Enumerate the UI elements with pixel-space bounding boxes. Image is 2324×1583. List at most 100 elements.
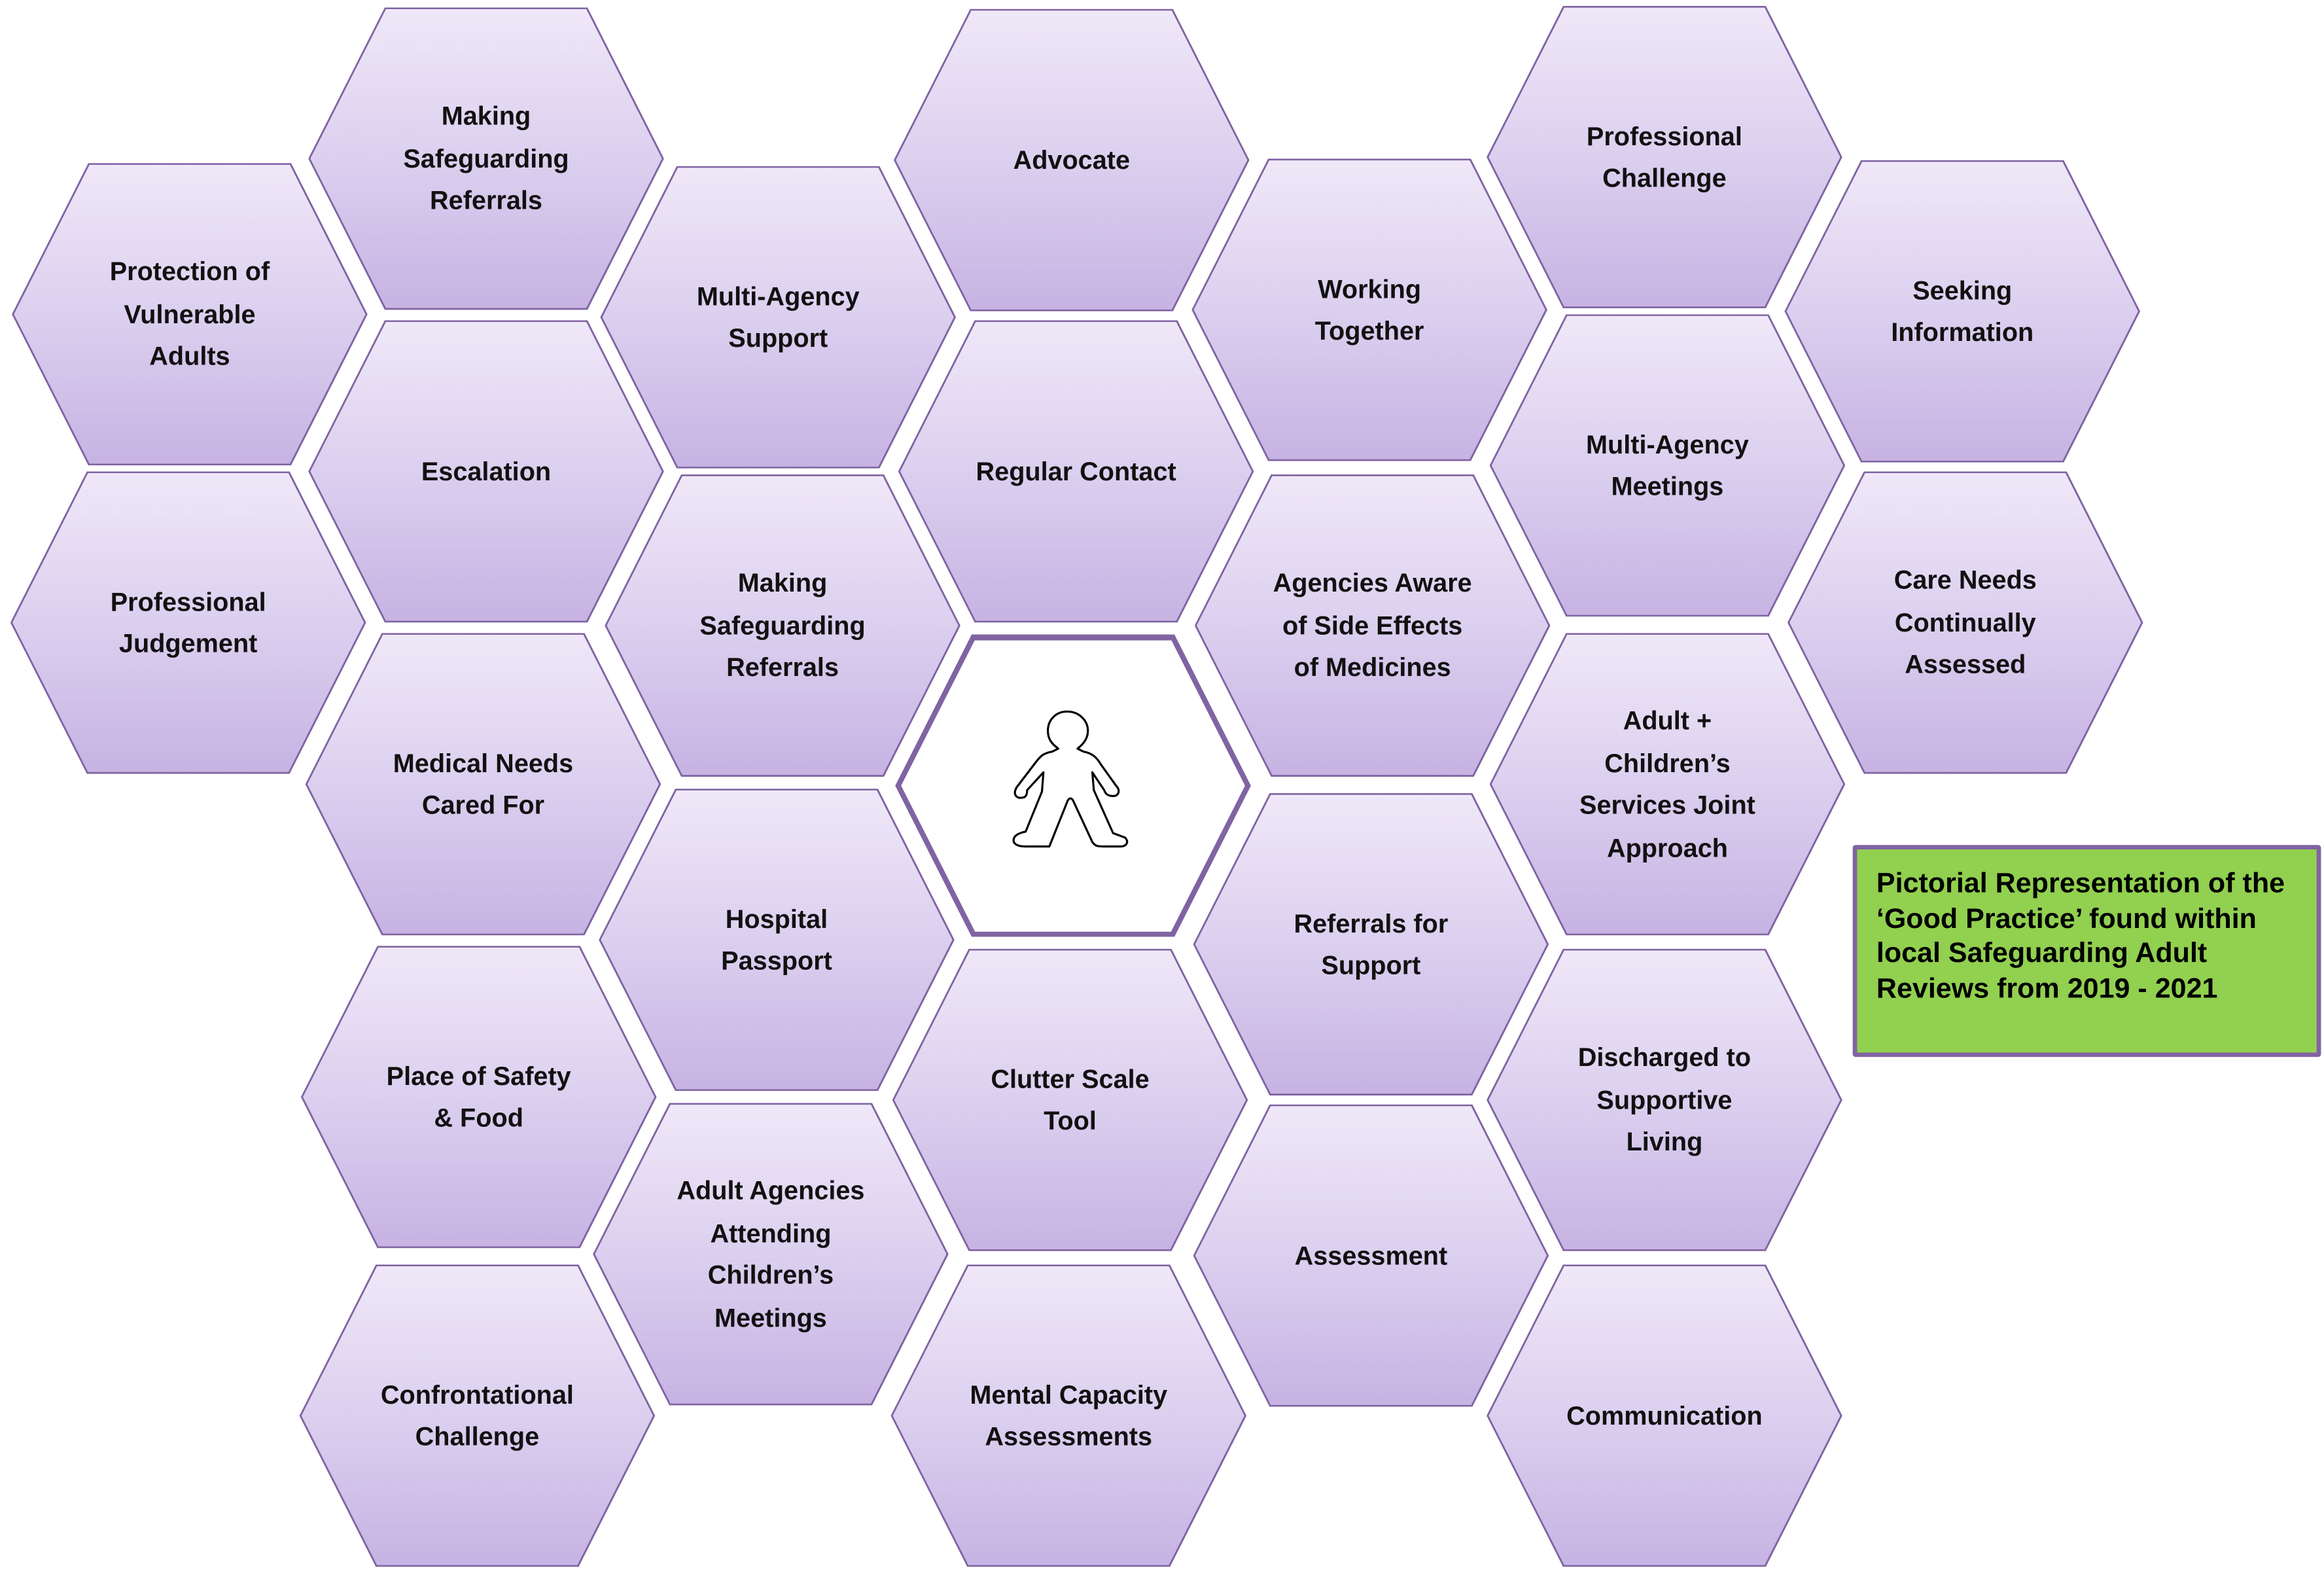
hexagon-label-line: Mental Capacity bbox=[970, 1379, 1168, 1410]
hexagon-item: Escalation bbox=[308, 320, 664, 623]
hexagon-label: Advocate bbox=[938, 9, 1205, 311]
hexagon-fill bbox=[607, 476, 959, 775]
hexagon-label: Escalation bbox=[353, 320, 620, 622]
hexagon-fill bbox=[310, 321, 662, 621]
hexagon-fill bbox=[1195, 1106, 1547, 1406]
hexagon-label-line: Professional bbox=[1586, 120, 1742, 151]
hexagon-label-line: Cared For bbox=[421, 790, 545, 820]
hexagon-label-line: Care Needs bbox=[1893, 565, 2037, 595]
hexagon-label-line: Meetings bbox=[714, 1302, 827, 1332]
hexagon-label-line: Children’s bbox=[1604, 747, 1731, 778]
hexagon-label: Assessment bbox=[1238, 1105, 1505, 1407]
hexagon-label: Agencies Aware of Side Effects of Medicine… bbox=[1239, 474, 1506, 777]
hexagon-label-line: Protection of bbox=[109, 257, 270, 287]
hexagon-label: Communication bbox=[1531, 1264, 1798, 1567]
hexagon-fill bbox=[307, 634, 660, 934]
hexagon-label-line: Discharged to bbox=[1577, 1042, 1752, 1073]
hexagon-item: Assessment bbox=[1193, 1104, 1549, 1407]
hexagon-label-line: Challenge bbox=[1602, 163, 1727, 193]
hexagon-label-line: Hospital bbox=[725, 903, 828, 934]
hexagon-fill bbox=[1491, 634, 1844, 934]
hexagon-label-line: Together bbox=[1314, 315, 1424, 346]
hexagon-label-line: Assessment bbox=[1294, 1240, 1448, 1270]
hexagon-fill bbox=[1195, 794, 1547, 1094]
hexagon-label-line: Safeguarding bbox=[403, 143, 569, 173]
hexagon-item: Regular Contact bbox=[898, 320, 1254, 623]
hexagon-fill bbox=[12, 473, 364, 772]
hexagon-label-line: Supportive bbox=[1596, 1084, 1733, 1114]
hexagon-fill bbox=[602, 168, 954, 467]
hexagon-label-line: Information bbox=[1891, 317, 2034, 347]
hexagon-fill bbox=[900, 321, 1252, 621]
hexagon-label-line: Approach bbox=[1606, 832, 1728, 863]
hexagon-label-line: Living bbox=[1626, 1127, 1703, 1157]
hexagon-label-line: of Medicines bbox=[1294, 652, 1451, 683]
hexagon-label-line: Services Joint bbox=[1579, 790, 1755, 820]
hexagon-label-line: Communication bbox=[1566, 1400, 1763, 1431]
hexagon-label-line: Multi-Agency bbox=[1586, 429, 1749, 459]
hexagon-label-line: Confrontational bbox=[380, 1379, 574, 1410]
hexagon-label-line: Passport bbox=[721, 946, 832, 976]
hexagon-label-line: Referrals bbox=[430, 185, 542, 216]
hexagon-label-line: Attending bbox=[710, 1217, 832, 1248]
hexagon-fill bbox=[894, 950, 1246, 1250]
hexagon-label-line: Agencies Aware bbox=[1273, 568, 1472, 598]
hexagon-fill bbox=[303, 947, 655, 1247]
hexagon-label-line: Assessments bbox=[985, 1421, 1153, 1451]
hexagon-label-line: Medical Needs bbox=[393, 747, 574, 778]
hexagon-label-line: Seeking bbox=[1912, 275, 2013, 305]
hexagon-label-line: Advocate bbox=[1013, 145, 1131, 175]
hexagon-label-line: Referrals bbox=[726, 652, 839, 683]
hexagon-label-line: Making bbox=[737, 568, 828, 598]
title-note-box: Pictorial Representation of the ‘Good Pr… bbox=[1852, 845, 2321, 1058]
hexagon-fill bbox=[1193, 160, 1545, 459]
hexagon-fill bbox=[1789, 473, 2141, 772]
hexagon-fill bbox=[601, 790, 953, 1090]
hexagon-fill bbox=[1488, 950, 1840, 1250]
hexagon-fill bbox=[1196, 476, 1549, 775]
hexagon-label-line: of Side Effects bbox=[1282, 610, 1463, 641]
hexagon-label-line: Making bbox=[441, 101, 531, 131]
hexagon-fill bbox=[301, 1266, 654, 1565]
hexagon-label-line: Working bbox=[1318, 273, 1422, 304]
hexagon-label-line: Support bbox=[728, 323, 828, 353]
hexagon-item: Advocate bbox=[893, 9, 1250, 311]
hexagon-label-line: & Food bbox=[434, 1103, 523, 1133]
hexagon-fill bbox=[1488, 1266, 1840, 1565]
center-hexagon bbox=[895, 634, 1251, 937]
hexagon-label-line: Escalation bbox=[421, 456, 552, 486]
hexagon-label-line: Professional bbox=[110, 586, 266, 616]
hexagon-label-line: Challenge bbox=[415, 1421, 540, 1451]
hexagon-fill bbox=[1488, 7, 1840, 307]
hexagon-item: Agencies Aware of Side Effects of Medicine… bbox=[1194, 474, 1551, 777]
hexagon-label-line: Judgement bbox=[118, 628, 258, 658]
hexagon-label-line: Support bbox=[1321, 950, 1421, 980]
hexagon-fill bbox=[892, 1266, 1244, 1565]
